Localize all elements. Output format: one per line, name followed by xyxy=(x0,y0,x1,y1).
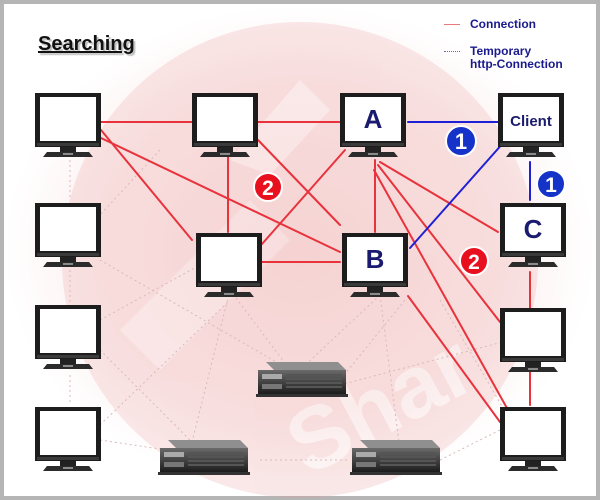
node-label-b: B xyxy=(366,244,385,274)
background-panel xyxy=(5,5,595,495)
step-badge-1-right-label: 1 xyxy=(545,174,557,197)
step-badge-2-left-label: 2 xyxy=(262,177,274,200)
peer-connections xyxy=(100,121,531,423)
node-label-c: C xyxy=(524,214,543,244)
step-badge-2-right: 2 xyxy=(459,246,489,276)
step-badge-2-right-label: 2 xyxy=(468,251,480,274)
step-badge-1-top-label: 1 xyxy=(455,129,467,154)
step-badge-1-right: 1 xyxy=(536,169,566,199)
step-badge-1-top: 1 xyxy=(445,125,477,157)
node-label-a: A xyxy=(364,104,383,134)
temporary-background-links xyxy=(69,149,511,461)
diagram-title: Searching xyxy=(38,33,135,55)
connection-legend-label: Connection xyxy=(470,17,536,31)
http-connection-legend-label: http-Connection xyxy=(470,57,563,71)
http-connection-legend-swatch xyxy=(444,51,460,52)
http-connections xyxy=(407,121,531,249)
temporary-legend-label: Temporary xyxy=(470,44,532,58)
node-label-client: Client xyxy=(510,113,552,130)
step-badge-2-left: 2 xyxy=(253,172,283,202)
connection-legend-swatch xyxy=(444,24,460,25)
